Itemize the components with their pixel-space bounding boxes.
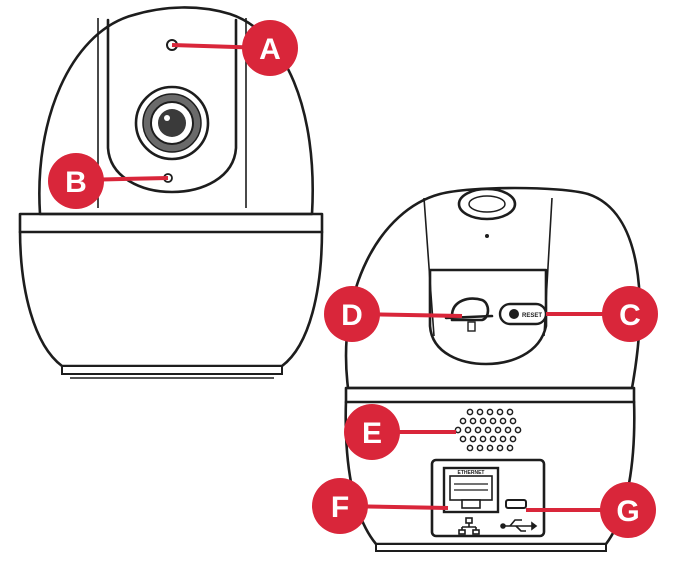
- callout-badge-f: F: [312, 478, 368, 534]
- callout-label-a: A: [259, 33, 281, 66]
- network-icon: [458, 517, 480, 535]
- callout-label-g: G: [616, 495, 639, 528]
- callout-label-d: D: [341, 299, 363, 332]
- front-dome: [38, 6, 314, 216]
- callout-label-e: E: [362, 417, 382, 450]
- callout-label-c: C: [619, 299, 641, 332]
- speaker-grille: [454, 408, 522, 452]
- callout-badge-b: B: [48, 153, 104, 209]
- front-camera: [18, 6, 324, 379]
- callout-label-f: F: [331, 491, 349, 524]
- callout-label-b: B: [65, 166, 87, 199]
- callout-badge-a: A: [242, 20, 298, 76]
- front-base: [18, 212, 324, 368]
- callout-badge-e: E: [344, 404, 400, 460]
- usb-icon: [500, 519, 538, 532]
- ethernet-port-label: ETHERNET: [458, 470, 485, 476]
- callout-badge-g: G: [600, 482, 656, 538]
- reset-label: RESET: [522, 313, 542, 319]
- rear-camera: RESET ETHERNET: [344, 186, 642, 552]
- callout-badge-d: D: [324, 286, 380, 342]
- ethernet-port: ETHERNET: [442, 466, 500, 514]
- rear-back-panel: [428, 268, 548, 366]
- micro-usb-port: [505, 499, 527, 509]
- sd-card-icon: [467, 321, 476, 332]
- callout-badge-c: C: [602, 286, 658, 342]
- rear-dome: [344, 186, 642, 390]
- front-lens-panel: [106, 18, 238, 194]
